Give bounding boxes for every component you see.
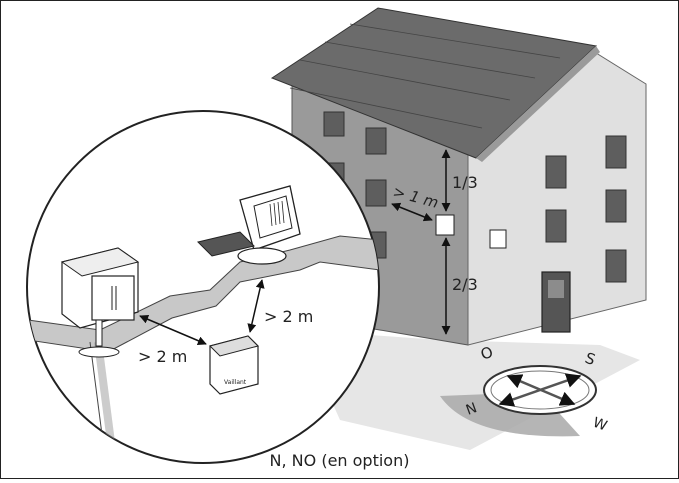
wall-sensor-box (435, 214, 455, 236)
computer-monitor (197, 185, 301, 265)
compass-east: W (591, 415, 610, 435)
arrow-1m (391, 202, 433, 222)
corner-shadow (94, 341, 116, 451)
right-wall-windows (545, 135, 627, 283)
room-unit-left (60, 247, 140, 358)
compass: O S N W (440, 343, 609, 437)
label-2m-b: > 2 m (264, 307, 313, 326)
roof-tiles (289, 23, 561, 129)
label-2m-a: > 2 m (138, 347, 187, 366)
detail-circle: Vaillant > 2 m > 2 m (26, 110, 380, 464)
svg-text:Vaillant: Vaillant (224, 379, 247, 386)
compass-north: N (464, 400, 479, 419)
right-sensor-box (489, 229, 507, 249)
ground-shadow (300, 330, 640, 450)
compass-west: O (478, 343, 495, 364)
arrow-2m-b (247, 279, 265, 333)
controller-box: Vaillant (209, 335, 259, 395)
label-2-3: 2/3 (452, 275, 478, 294)
caption: N, NO (en option) (269, 451, 410, 470)
door-glass (548, 280, 564, 298)
roof-edge (476, 46, 600, 162)
arrow-2m-a (139, 315, 207, 345)
label-1-3: 1/3 (452, 173, 478, 192)
compass-arrow-ow (506, 374, 576, 406)
compass-inner-ring (490, 370, 590, 410)
